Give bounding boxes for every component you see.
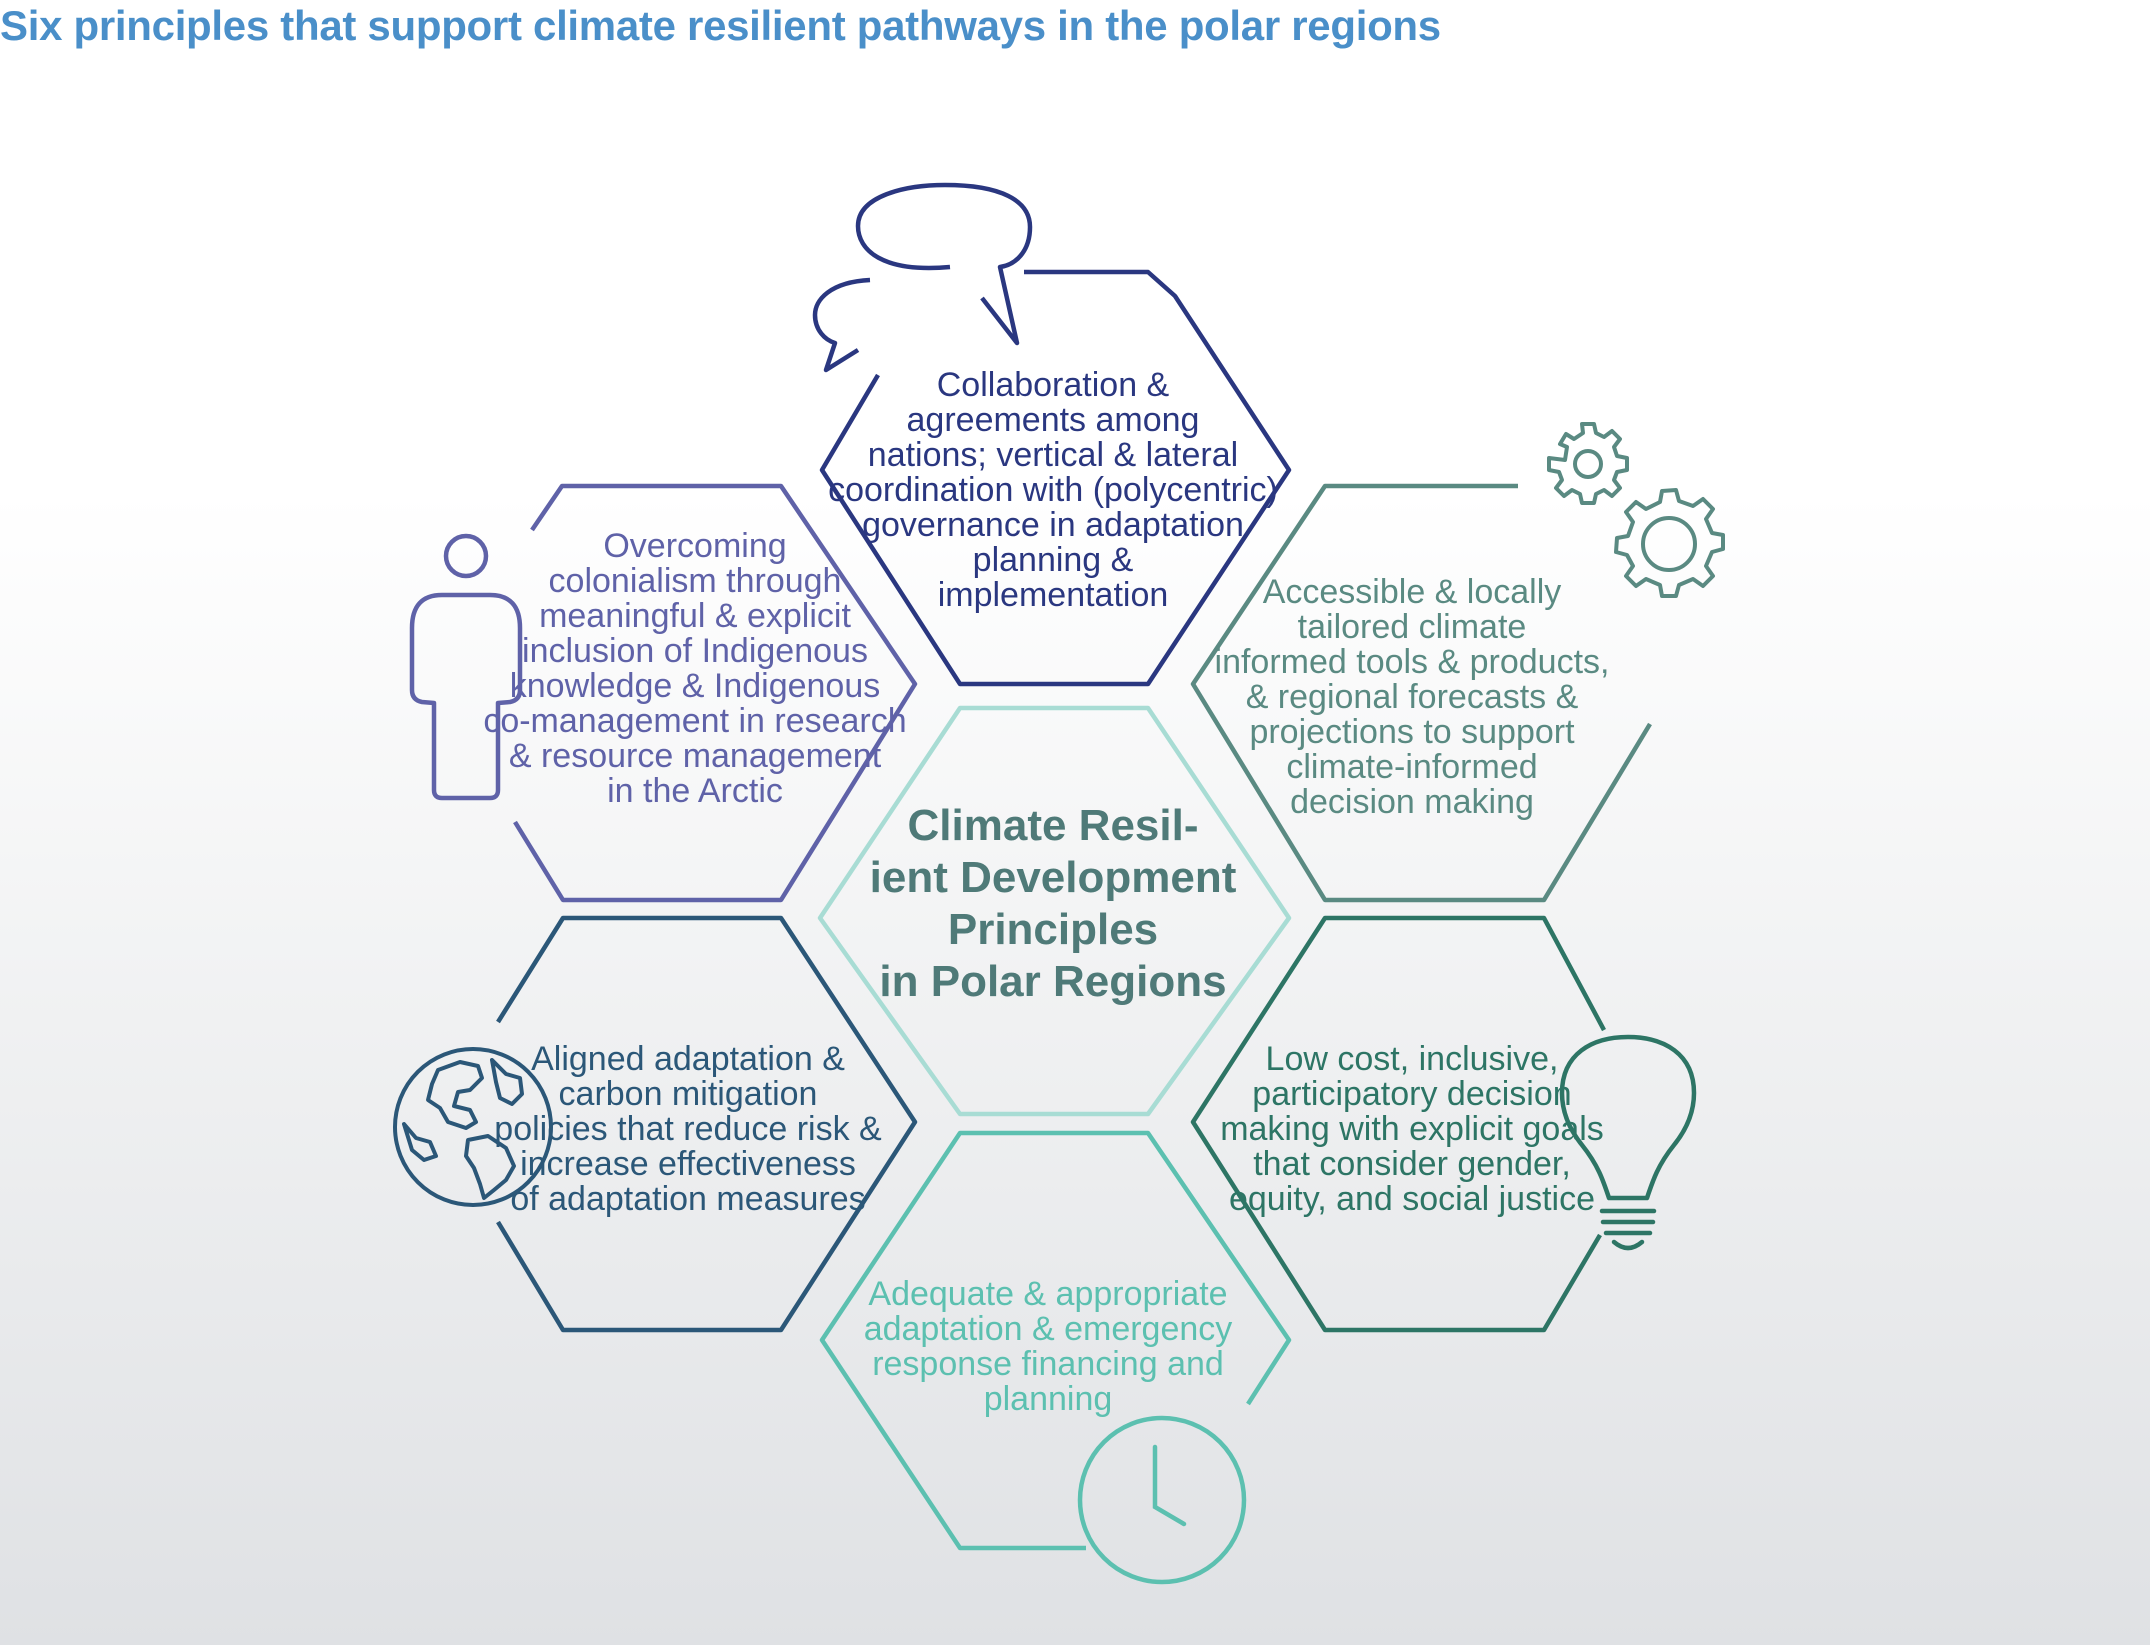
lower-left-hexagon (496, 915, 918, 1333)
principles.upper_right-line: tailored climate (1298, 608, 1527, 646)
principles.upper_right-line: climate-informed (1286, 748, 1537, 786)
principles.lower_left-line: increase effectiveness (520, 1145, 856, 1183)
principles.lower_right-line: participatory decision (1252, 1075, 1571, 1113)
principles.upper_right-line: decision making (1290, 783, 1534, 821)
center-line: Principles (948, 905, 1158, 954)
principles.top-line: governance in adaptation (862, 506, 1244, 544)
principles.lower_left-line: carbon mitigation (559, 1075, 818, 1113)
lightbulb-icon (1559, 1034, 1697, 1251)
principles.upper_left-line: knowledge & Indigenous (510, 667, 881, 705)
clock-icon (1077, 1415, 1247, 1585)
principles.lower_left-line: policies that reduce risk & (494, 1110, 882, 1148)
principles.bottom-line: planning (984, 1380, 1113, 1418)
principles.upper_left-line: colonialism through (549, 562, 842, 600)
principles.upper_left-line: inclusion of Indigenous (522, 632, 868, 670)
person-icon (409, 533, 523, 801)
principles.upper_right-line: projections to support (1249, 713, 1575, 751)
principles.top-line: agreements among (907, 401, 1200, 439)
principles.upper_left-line: in the Arctic (607, 772, 783, 810)
speech-bubbles-icon (812, 182, 1033, 373)
top-hexagon (819, 269, 1292, 687)
principles.upper_left-line: co-management in research (483, 702, 906, 740)
principles.upper_right-line: & regional forecasts & (1246, 678, 1579, 716)
principles.top-line: coordination with (polycentric) (828, 471, 1278, 509)
principles.bottom-line: response financing and (872, 1345, 1224, 1383)
principles.lower_right-line: equity, and social justice (1229, 1180, 1595, 1218)
page-title: Six principles that support climate resi… (0, 2, 1441, 49)
principles.bottom-line: Adequate & appropriate (868, 1275, 1227, 1313)
principles.upper_right-line: Accessible & locally (1263, 573, 1562, 611)
principles.lower_left-line: Aligned adaptation & (531, 1040, 845, 1078)
principles.top-line: planning & (973, 541, 1134, 579)
globe-icon (393, 1047, 553, 1207)
lower-right-principle-text: Low cost, inclusive,participatory decisi… (1220, 1040, 1604, 1218)
principles.bottom-line: adaptation & emergency (864, 1310, 1233, 1348)
principles.upper_left-line: & resource management (509, 737, 882, 775)
center-hexagon (817, 705, 1292, 1117)
center-line: in Polar Regions (879, 957, 1226, 1006)
center-line: Climate Resil- (908, 801, 1199, 850)
upper-right-hexagon (1190, 483, 1652, 903)
upper-left-hexagon (513, 483, 918, 903)
principles.lower_right-line: Low cost, inclusive, (1266, 1040, 1559, 1078)
principles.lower_right-line: that consider gender, (1253, 1145, 1571, 1183)
lower-right-hexagon (1190, 915, 1606, 1333)
principles.top-line: nations; vertical & lateral (868, 436, 1238, 474)
principles.top-line: Collaboration & (937, 366, 1170, 404)
bottom-hexagon (819, 1130, 1292, 1551)
principles.top-line: implementation (938, 576, 1169, 614)
principles.upper_right-line: informed tools & products, (1215, 643, 1610, 681)
principles.upper_left-line: meaningful & explicit (539, 597, 851, 635)
principles.lower_left-line: of adaptation measures (510, 1180, 865, 1218)
principles.lower_right-line: making with explicit goals (1220, 1110, 1604, 1148)
principles.upper_left-line: Overcoming (603, 527, 786, 565)
gears-icon (1547, 422, 1725, 598)
center-line: ient Development (870, 853, 1237, 902)
